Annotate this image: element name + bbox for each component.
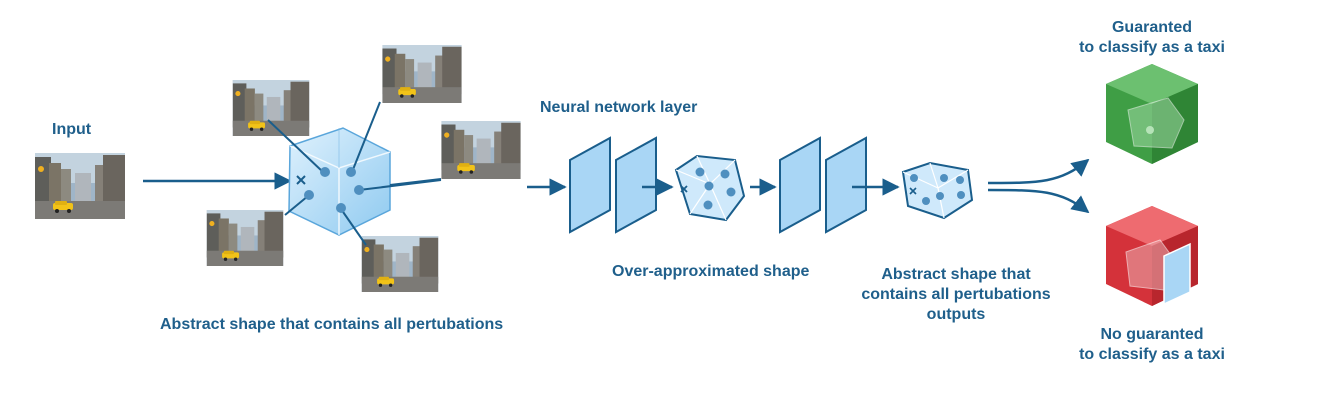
over-approximated-shape-label: Over-approximated shape	[612, 263, 810, 280]
perturbation-photo-3	[441, 121, 521, 179]
perturbation-photo-4	[206, 210, 284, 266]
green-cube-icon	[1106, 64, 1198, 164]
abstract-cube-icon	[288, 127, 391, 236]
network-layer-icon-1	[569, 136, 657, 234]
network-layer-icon-2	[779, 136, 867, 234]
perturbation-dots	[296, 167, 364, 213]
not-guaranteed-label: No guaranted to classify as a taxi	[1079, 326, 1225, 363]
perturbation-links	[267, 101, 442, 246]
abstract-shape-output-label: Abstract shape that contains all pertuba…	[861, 266, 1051, 323]
guaranteed-label: Guaranted to classify as a taxi	[1079, 19, 1225, 56]
input-photo	[35, 153, 125, 219]
link-photo-3	[389, 178, 442, 186]
perturbation-photo-1	[232, 80, 310, 136]
red-cube-icon	[1106, 206, 1198, 306]
split-arrow-icon	[987, 158, 1090, 214]
perturbation-photo-5	[361, 236, 439, 292]
output-shape-icon	[901, 161, 974, 220]
neural-network-layer-label: Neural network layer	[540, 99, 698, 116]
perturbation-photo-2	[382, 45, 462, 103]
abstract-shape-input-label: Abstract shape that contains all pertuba…	[160, 316, 504, 333]
input-label: Input	[52, 121, 92, 138]
over-approximated-shape-icon	[674, 154, 746, 222]
